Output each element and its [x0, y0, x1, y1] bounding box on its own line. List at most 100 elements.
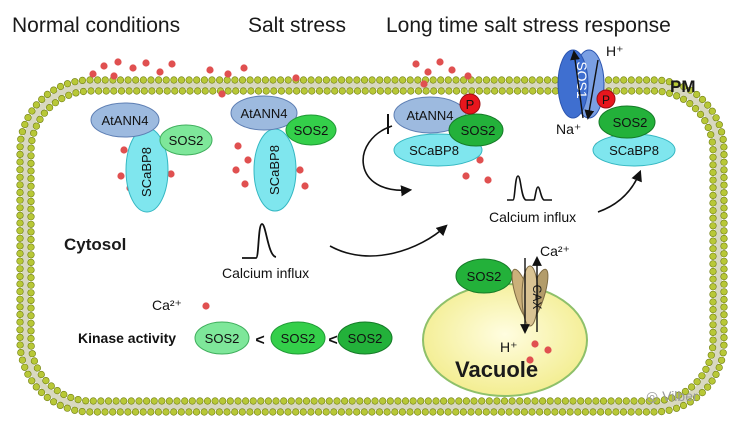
lipid-head — [16, 158, 24, 166]
sos2-kinase-high-label: SOS2 — [348, 331, 383, 346]
lipid-head — [112, 397, 120, 405]
lipid-head — [612, 87, 621, 95]
lipid-head — [635, 408, 643, 416]
lipid-head — [254, 76, 262, 84]
calcium-ion — [412, 60, 420, 68]
lipid-head — [554, 397, 562, 405]
lipid-head — [615, 397, 623, 405]
lipid-head — [116, 76, 125, 84]
lipid-head — [247, 87, 255, 95]
lipid-head — [27, 243, 35, 251]
kinase-legend: SOS2 SOS2 SOS2 < < — [194, 321, 393, 355]
lipid-head — [392, 87, 400, 95]
lipid-head — [74, 396, 82, 404]
lipid-head — [185, 408, 193, 416]
lipid-head — [643, 87, 651, 95]
lipid-head — [27, 182, 35, 190]
lipid-head — [16, 280, 24, 288]
lipid-head — [264, 397, 273, 405]
lipid-head — [18, 356, 27, 364]
lipid-head — [544, 87, 552, 95]
lipid-head — [27, 319, 35, 327]
lipid-head — [521, 87, 529, 95]
lipid-head — [16, 303, 24, 311]
lipid-head — [440, 397, 448, 405]
lipid-head — [712, 370, 720, 379]
lipid-head — [709, 321, 717, 329]
lipid-head — [452, 76, 460, 84]
lipid-head — [200, 408, 208, 416]
lipid-head — [32, 101, 41, 109]
lipid-head — [709, 161, 717, 169]
lipid-head — [701, 117, 709, 125]
lipid-head — [203, 397, 212, 405]
lipid-head — [325, 397, 333, 405]
lipid-head — [584, 397, 592, 405]
lipid-head — [116, 408, 124, 416]
lipid-head — [720, 151, 728, 159]
lipid-head — [538, 397, 547, 405]
lipid-head — [686, 398, 694, 406]
lipid-head — [500, 397, 509, 405]
lipid-head — [270, 87, 278, 95]
lipid-head — [668, 394, 676, 402]
lipid-head — [17, 349, 25, 357]
lipid-head — [475, 87, 484, 95]
phospho-long-label: P — [466, 97, 475, 112]
calcium-ion — [117, 172, 125, 180]
lipid-head — [162, 408, 170, 416]
lipid-head — [254, 87, 263, 95]
watermark-text: Vilber — [662, 388, 698, 404]
sos2-salt-label: SOS2 — [294, 123, 329, 138]
lipid-head — [698, 372, 706, 380]
lipid-head — [315, 76, 323, 84]
lipid-head — [185, 76, 193, 84]
lipid-head — [686, 86, 695, 94]
lipid-head — [407, 87, 415, 95]
lipid-head — [27, 205, 35, 213]
lipid-head — [246, 76, 254, 84]
lipid-head — [292, 408, 300, 416]
lipid-head — [612, 408, 620, 416]
lipid-head — [536, 76, 544, 84]
lipid-head — [452, 87, 461, 95]
lipid-head — [27, 228, 35, 236]
lipid-head — [715, 363, 723, 372]
lipid-head — [60, 390, 68, 399]
lipid-head — [709, 283, 717, 291]
sos1-complex: SOS1 SOS2 SCaBP8 P H⁺ Na⁺ — [556, 43, 676, 213]
lipid-head — [709, 229, 717, 237]
lipid-head — [16, 333, 24, 342]
lipid-head — [231, 76, 239, 84]
lipid-head — [672, 404, 681, 412]
lipid-head — [628, 87, 636, 95]
lipid-head — [361, 87, 369, 95]
lipid-head — [72, 89, 80, 97]
lipid-head — [257, 397, 265, 405]
lipid-head — [622, 397, 630, 405]
lipid-head — [330, 408, 338, 416]
lipid-head — [58, 94, 66, 103]
lipid-head — [658, 88, 666, 96]
lipid-head — [56, 82, 65, 91]
lipid-head — [43, 90, 52, 98]
lipid-head — [505, 408, 513, 416]
scabp8-normal-label: SCaBP8 — [139, 147, 154, 197]
pm-label: PM — [670, 77, 696, 96]
cax-transporter: SOS2 CAX Ca²⁺ H⁺ — [455, 243, 570, 355]
lipid-head — [720, 341, 728, 349]
lipid-head — [709, 237, 717, 245]
lipid-head — [28, 137, 36, 145]
lipid-head — [399, 76, 407, 84]
lipid-head — [513, 408, 521, 416]
na-plus-pm: Na⁺ — [556, 121, 581, 137]
lipid-head — [56, 401, 64, 410]
lipid-head — [17, 135, 25, 143]
lipid-head — [40, 109, 49, 117]
lipid-head — [708, 107, 716, 115]
lipid-head — [16, 166, 24, 174]
phospho-long — [459, 93, 481, 115]
lipid-head — [186, 87, 194, 95]
lipid-head — [708, 138, 716, 146]
lipid-head — [658, 76, 666, 84]
